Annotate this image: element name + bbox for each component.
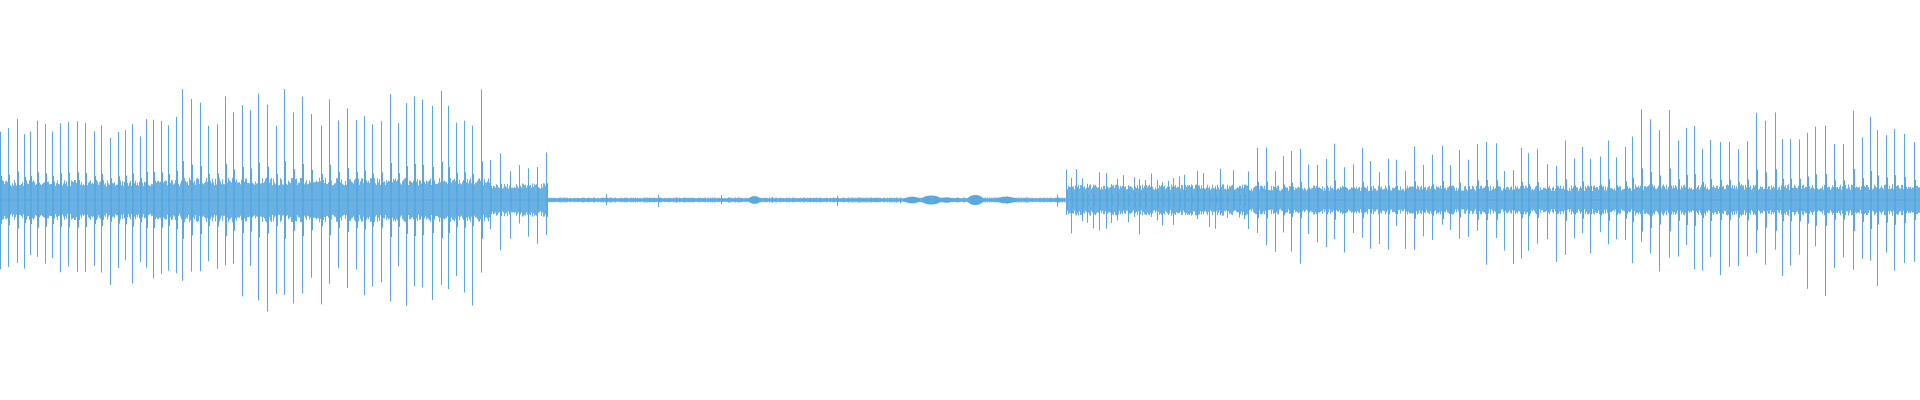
waveform-pulses: [0, 88, 1916, 312]
waveform-blob: [904, 196, 920, 204]
waveform-blobs: [748, 195, 1017, 205]
waveform-blob: [748, 196, 761, 204]
waveform-blob: [921, 195, 942, 205]
waveform-blob: [996, 196, 1017, 204]
waveform-blob: [967, 195, 984, 205]
waveform-body: [0, 177, 1920, 223]
waveform-blob: [940, 197, 953, 203]
